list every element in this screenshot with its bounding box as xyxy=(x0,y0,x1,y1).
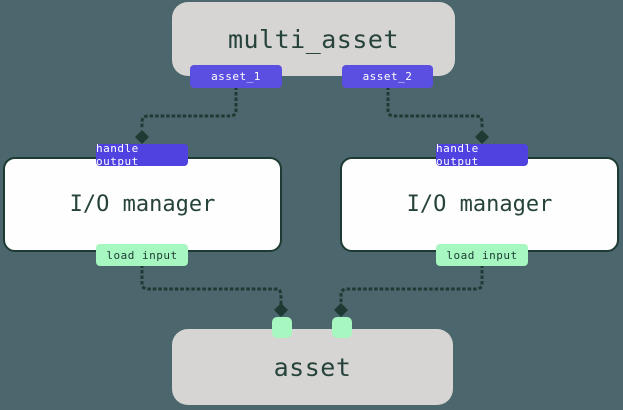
node-io-manager-left-label: I/O manager xyxy=(69,192,216,217)
node-io-manager-left: I/O manager xyxy=(3,157,282,252)
output-tag-asset-1: asset_1 xyxy=(190,65,282,88)
handle-output-tag-left-label: handle output xyxy=(96,142,139,168)
output-tag-asset-2: asset_2 xyxy=(342,65,433,88)
node-multi-asset-label: multi_asset xyxy=(227,24,400,54)
load-input-tag-right-label: load input xyxy=(446,248,518,262)
node-io-manager-right-label: I/O manager xyxy=(406,192,553,217)
load-input-tag-left: load input xyxy=(96,244,188,266)
input-port-square-right xyxy=(332,317,352,338)
node-asset-label: asset xyxy=(273,352,352,382)
handle-output-tag-right-label: handle output xyxy=(436,142,479,168)
load-input-tag-right: load input xyxy=(436,244,528,266)
edge-asset2-to-handle-output xyxy=(386,86,484,131)
edge-asset1-to-handle-output xyxy=(140,86,238,131)
node-multi-asset: multi_asset xyxy=(172,2,455,76)
load-input-tag-left-label: load input xyxy=(106,248,178,262)
output-tag-asset-1-label: asset_1 xyxy=(211,70,261,83)
handle-output-tag-left: handle output xyxy=(96,142,188,168)
handle-output-tag-right: handle output xyxy=(436,142,528,168)
diamond-arrowhead xyxy=(274,303,288,317)
edge-load-input-right-to-asset xyxy=(339,264,484,305)
diamond-arrowhead xyxy=(334,303,348,317)
edge-load-input-left-to-asset xyxy=(140,264,283,305)
node-io-manager-right: I/O manager xyxy=(340,157,619,252)
node-asset: asset xyxy=(172,329,453,405)
output-tag-asset-2-label: asset_2 xyxy=(362,70,413,83)
input-port-square-left xyxy=(272,317,292,338)
